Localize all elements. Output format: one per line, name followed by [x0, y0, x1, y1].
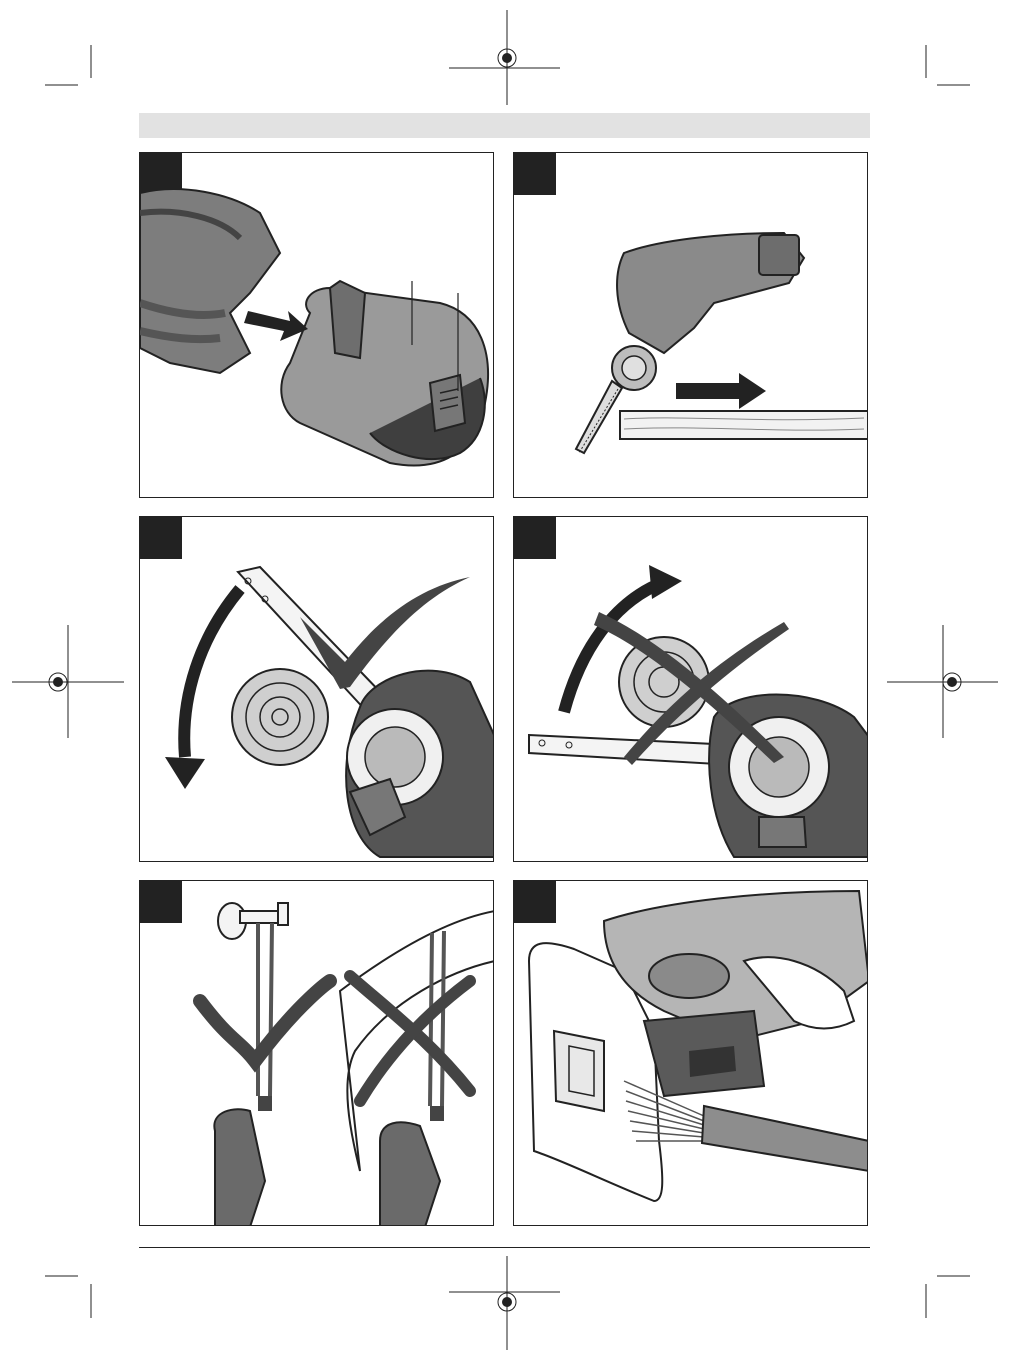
header-bar: [139, 113, 870, 138]
cleaning-illustration: [514, 881, 868, 1226]
figure-cutting-direction: [513, 152, 868, 498]
figure-correct-chain-orientation: [139, 516, 494, 862]
wrong-orientation-illustration: [514, 517, 868, 862]
wrist-strap-illustration: [140, 881, 494, 1226]
battery-insertion-illustration: [140, 153, 494, 498]
footer-rule: [139, 1247, 870, 1248]
cutting-direction-illustration: [514, 153, 868, 498]
figure-wrong-chain-orientation: [513, 516, 868, 862]
correct-orientation-illustration: [140, 517, 494, 862]
figure-wrist-strap-storage: [139, 880, 494, 1226]
figure-battery-insertion: [139, 152, 494, 498]
figure-cleaning-with-brush: [513, 880, 868, 1226]
